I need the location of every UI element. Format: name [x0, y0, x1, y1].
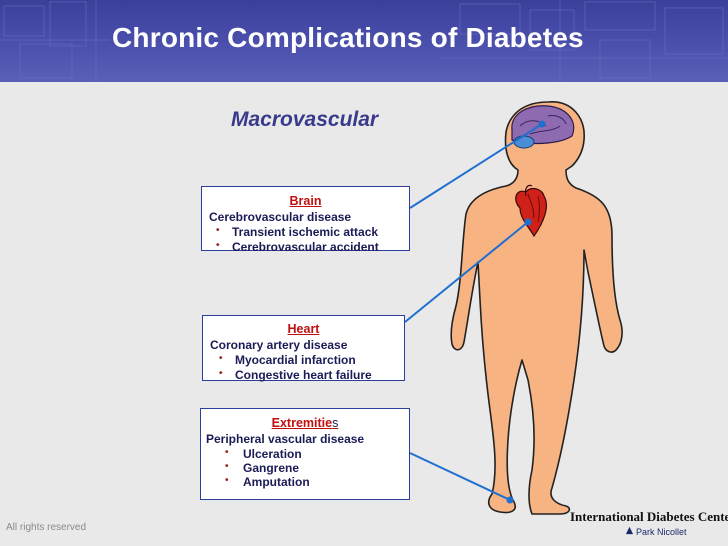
copyright-notice: All rights reserved: [6, 522, 87, 533]
logo-name: International Diabetes Center: [570, 509, 728, 524]
extremities-heading: Extremities: [271, 416, 339, 430]
header-band: Chronic Complications of Diabetes: [0, 0, 728, 82]
brain-list: • Transient ischemic attack • Cerebrovas…: [216, 225, 409, 255]
bullet-icon: •: [225, 447, 229, 458]
bullet-icon: •: [216, 225, 220, 236]
bullet-icon: •: [219, 368, 223, 379]
slide-title: Chronic Complications of Diabetes: [112, 22, 584, 53]
header-pattern: [0, 0, 728, 82]
extremities-box: Extremities Peripheral vascular disease …: [200, 408, 410, 500]
extremities-list: • Ulceration • Gangrene • Amputation: [225, 447, 409, 489]
heart-heading: Heart: [287, 322, 320, 336]
bullet-icon: •: [225, 461, 229, 472]
bullet-icon: •: [225, 475, 229, 486]
logo-affiliate: Park Nicollet: [636, 527, 687, 537]
list-item: • Amputation: [225, 475, 310, 489]
list-item: • Transient ischemic attack: [216, 225, 379, 239]
bullet-icon: •: [219, 353, 223, 364]
brain-heading: Brain: [289, 194, 322, 208]
logo: International Diabetes Center Park Nicol…: [570, 509, 728, 537]
heart-list: • Myocardial infarction • Congestive hea…: [219, 353, 404, 383]
connector-brain: [409, 123, 543, 209]
brain-box: Brain Cerebrovascular disease • Transien…: [201, 186, 410, 254]
heart-box: Heart Coronary artery disease • Myocardi…: [202, 315, 405, 383]
list-item: • Congestive heart failure: [219, 368, 372, 382]
list-item: • Gangrene: [225, 461, 300, 475]
list-item: • Cerebrovascular accident: [216, 240, 379, 254]
park-nicollet-icon: [625, 526, 634, 535]
slide-subtitle: Macrovascular: [231, 108, 379, 131]
body-outline: [450, 101, 623, 515]
bullet-icon: •: [216, 240, 220, 251]
list-item: • Ulceration: [225, 447, 302, 461]
connector-heart: [404, 221, 529, 323]
heart-disease: Coronary artery disease: [210, 338, 348, 352]
connector-lines: [404, 120, 546, 504]
brain-disease: Cerebrovascular disease: [209, 210, 352, 224]
connector-extremities: [409, 452, 511, 501]
extremities-disease: Peripheral vascular disease: [206, 432, 365, 446]
heart-icon: [515, 184, 547, 238]
list-item: • Myocardial infarction: [219, 353, 356, 367]
